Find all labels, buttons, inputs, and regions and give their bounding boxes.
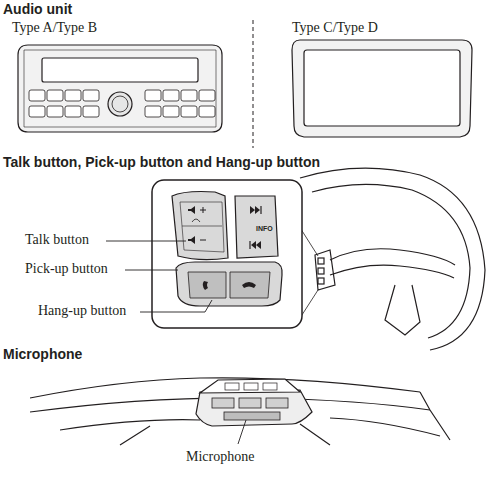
zoom-window — [152, 180, 302, 328]
radio-button — [145, 90, 161, 101]
radio-button — [181, 90, 197, 101]
radio-button — [29, 90, 45, 101]
leader-lines — [106, 241, 212, 312]
part-label: Pick-up button — [25, 261, 108, 277]
radio-button — [47, 106, 63, 117]
radio-button — [181, 106, 197, 117]
radio-button — [83, 106, 99, 117]
part-label: Microphone — [186, 449, 254, 465]
radio-button — [47, 90, 63, 101]
radio-button — [65, 90, 81, 101]
steering-wheel — [292, 168, 485, 350]
section-heading: Talk button, Pick-up button and Hang-up … — [3, 154, 320, 170]
radio-button — [65, 106, 81, 117]
radio-button — [163, 106, 179, 117]
type-label: Type A/Type B — [12, 20, 97, 36]
section-heading: Microphone — [3, 346, 82, 362]
audio-unit-a-b — [18, 45, 222, 132]
dashboard — [30, 378, 450, 445]
radio-button — [163, 90, 179, 101]
audio-unit-c-d — [292, 40, 472, 137]
radio-button — [83, 90, 99, 101]
type-label: Type C/Type D — [292, 20, 378, 36]
radio-button — [145, 106, 161, 117]
radio-button — [199, 106, 215, 117]
microphone-unit — [196, 379, 312, 444]
section-heading: Audio unit — [3, 1, 72, 17]
part-label: Hang-up button — [38, 303, 126, 319]
radio-button — [199, 90, 215, 101]
button-text: INFO — [256, 225, 273, 233]
part-label: Talk button — [25, 232, 89, 248]
radio-button — [29, 106, 45, 117]
